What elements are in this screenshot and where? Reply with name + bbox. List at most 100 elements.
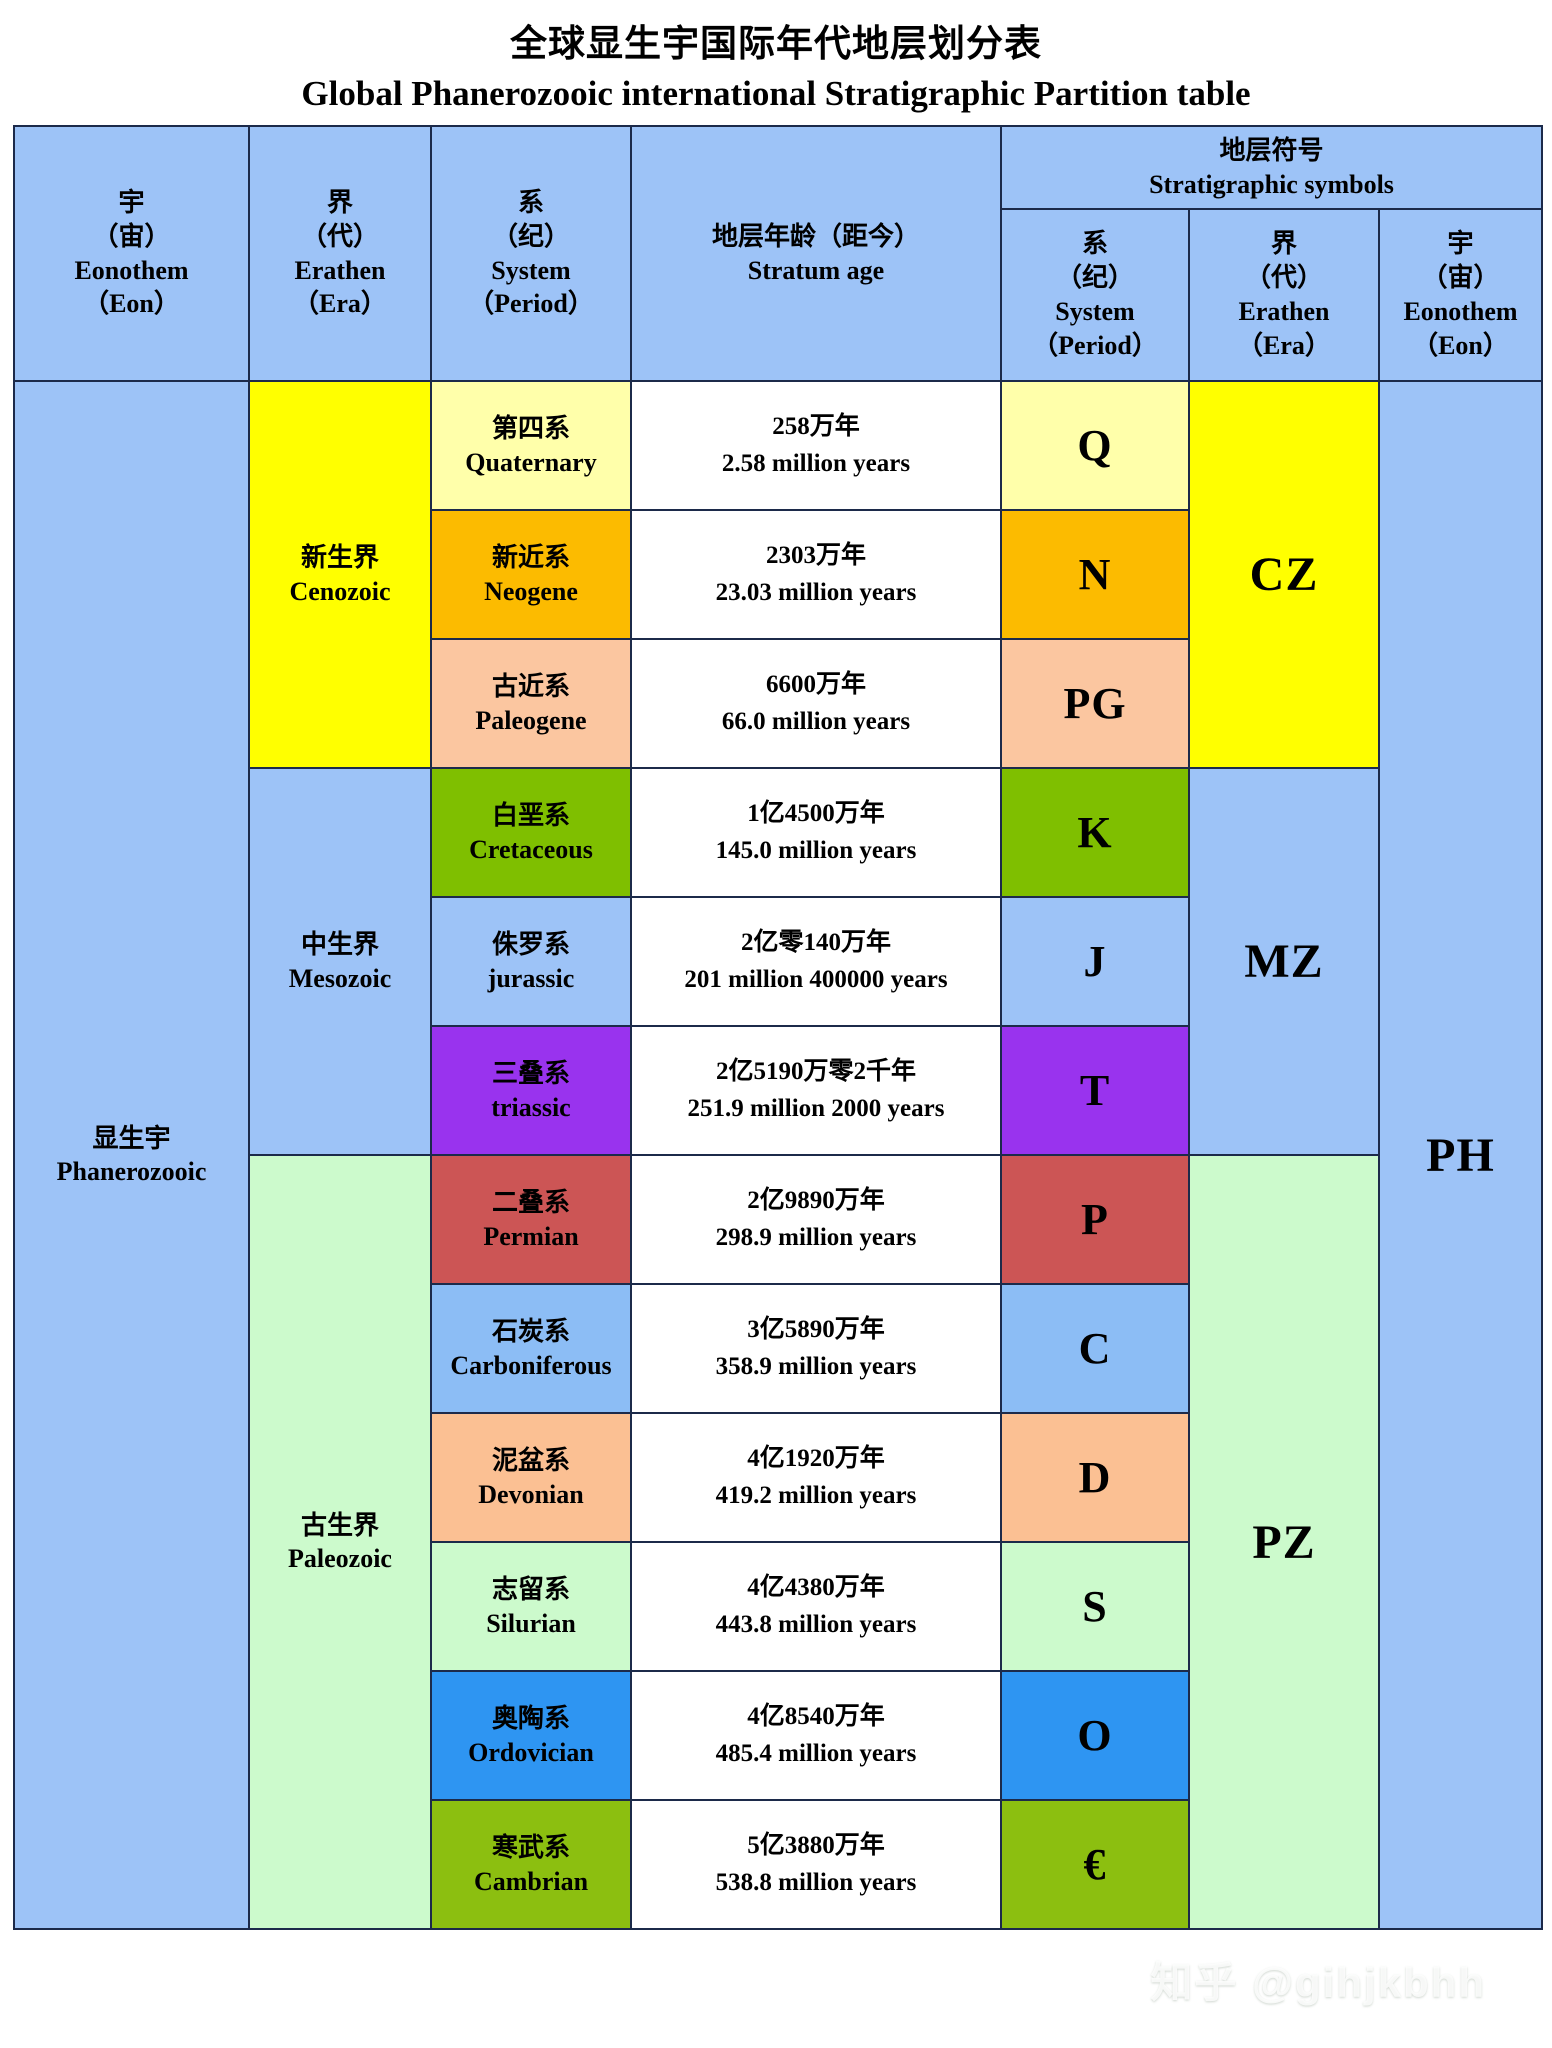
system-cn: 三叠系	[491, 1059, 570, 1089]
col-header-symbol-system: 系 （纪） System （Period）	[1000, 208, 1190, 382]
col-header-erathen-en: Erathen	[294, 255, 386, 285]
system-en: jurassic	[487, 963, 575, 993]
system-symbol-cell: P	[1000, 1154, 1190, 1285]
col-header-symbol-eonothem: 宇 （宙） Eonothem （Eon）	[1378, 208, 1543, 382]
page-title-cn: 全球显生宇国际年代地层划分表	[510, 24, 1042, 65]
col-header-stratum-age: 地层年龄（距今） Stratum age	[630, 125, 1002, 382]
stratigraphic-table: 宇 （宙） Eonothem （Eon） 界 （代） Erathen （Era）…	[13, 125, 1543, 1930]
col-header-symbol-erathen-en-alt: （Era）	[1237, 330, 1331, 360]
system-en: Ordovician	[468, 1737, 594, 1767]
col-header-symbol-erathen: 界 （代） Erathen （Era）	[1188, 208, 1380, 382]
system-symbol-cell: J	[1000, 896, 1190, 1027]
col-header-eonothem-en-alt: （Eon）	[83, 289, 180, 319]
eonothem-cell: 显生宇 Phanerozooic	[13, 380, 250, 1930]
system-cn: 泥盆系	[491, 1446, 570, 1476]
col-header-eonothem-cn-alt: （宙）	[92, 221, 171, 251]
erathen-cn: 古生界	[300, 1510, 379, 1540]
stratum-age-en: 2.58 million years	[721, 449, 911, 477]
system-cn: 石炭系	[491, 1317, 570, 1347]
erathen-symbol-cell: PZ	[1188, 1154, 1380, 1930]
stratum-age-cn: 4亿8540万年	[747, 1703, 885, 1731]
col-header-symbol-eonothem-cn-alt: （宙）	[1421, 263, 1500, 293]
system-cn: 古近系	[491, 672, 570, 702]
page-title-en: Global Phanerozooic international Strati…	[301, 74, 1251, 114]
stratum-age-en: 23.03 million years	[715, 578, 917, 606]
erathen-symbol-cell: MZ	[1188, 767, 1380, 1156]
col-header-system-en-alt: （Period）	[468, 289, 594, 319]
system-cn: 侏罗系	[491, 930, 570, 960]
erathen-en: Paleozoic	[288, 1544, 392, 1573]
watermark: 知乎 @gihjkbhh	[1150, 1959, 1486, 2006]
stratum-age-en: 201 million 400000 years	[684, 965, 948, 993]
system-en: Permian	[483, 1221, 579, 1251]
col-header-symbol-eonothem-en-alt: （Eon）	[1412, 330, 1509, 360]
stratum-age-en: 145.0 million years	[715, 836, 917, 864]
stratum-age-en: 358.9 million years	[715, 1352, 917, 1380]
system-symbol-cell: C	[1000, 1283, 1190, 1414]
stratum-age-cn: 2亿9890万年	[747, 1187, 885, 1215]
system-symbol-cell: K	[1000, 767, 1190, 898]
stratum-age-en: 443.8 million years	[715, 1610, 917, 1638]
col-header-system-cn-alt: （纪）	[491, 221, 570, 251]
col-header-symbol-eonothem-en: Eonothem	[1403, 297, 1518, 326]
col-header-eonothem: 宇 （宙） Eonothem （Eon）	[13, 125, 250, 382]
system-symbol-cell: PG	[1000, 638, 1190, 769]
system-en: Paleogene	[475, 705, 587, 735]
eonothem-en: Phanerozooic	[56, 1157, 207, 1186]
stratum-age-en: 251.9 million 2000 years	[687, 1094, 945, 1122]
system-en: triassic	[491, 1092, 571, 1122]
stratum-age-cell: 1亿4500万年 145.0 million years	[630, 767, 1002, 898]
system-en: Silurian	[486, 1608, 576, 1638]
eonothem-cn: 显生宇	[92, 1123, 171, 1153]
system-cn: 白垩系	[491, 801, 570, 831]
col-header-symbols-group-en: Stratigraphic symbols	[1149, 169, 1394, 199]
system-symbol-cell: S	[1000, 1541, 1190, 1672]
system-symbol-cell: D	[1000, 1412, 1190, 1543]
col-header-stratum-age-en: Stratum age	[747, 255, 885, 285]
stratum-age-en: 66.0 million years	[721, 707, 911, 735]
stratum-age-cn: 6600万年	[765, 671, 866, 699]
col-header-stratum-age-cn: 地层年龄（距今）	[711, 221, 920, 251]
stratum-age-cn: 3亿5890万年	[747, 1316, 885, 1344]
system-en: Quaternary	[465, 447, 597, 477]
col-header-system-en: System	[491, 255, 571, 285]
system-cn: 奥陶系	[491, 1704, 570, 1734]
erathen-cn: 中生界	[300, 930, 379, 960]
stratum-age-cn: 1亿4500万年	[747, 800, 885, 828]
stratum-age-cn: 2亿零140万年	[740, 929, 891, 957]
col-header-eonothem-en: Eonothem	[74, 255, 189, 285]
system-en: Neogene	[484, 576, 578, 606]
system-symbol-cell: N	[1000, 509, 1190, 640]
col-header-system-cn: 系	[517, 187, 544, 217]
col-header-symbols-group: 地层符号 Stratigraphic symbols	[1000, 125, 1543, 210]
stratum-age-cn: 5亿3880万年	[747, 1832, 885, 1860]
col-header-system: 系 （纪） System （Period）	[430, 125, 632, 382]
erathen-symbol-cell: CZ	[1188, 380, 1380, 769]
col-header-symbol-system-cn-alt: （纪）	[1055, 263, 1134, 293]
